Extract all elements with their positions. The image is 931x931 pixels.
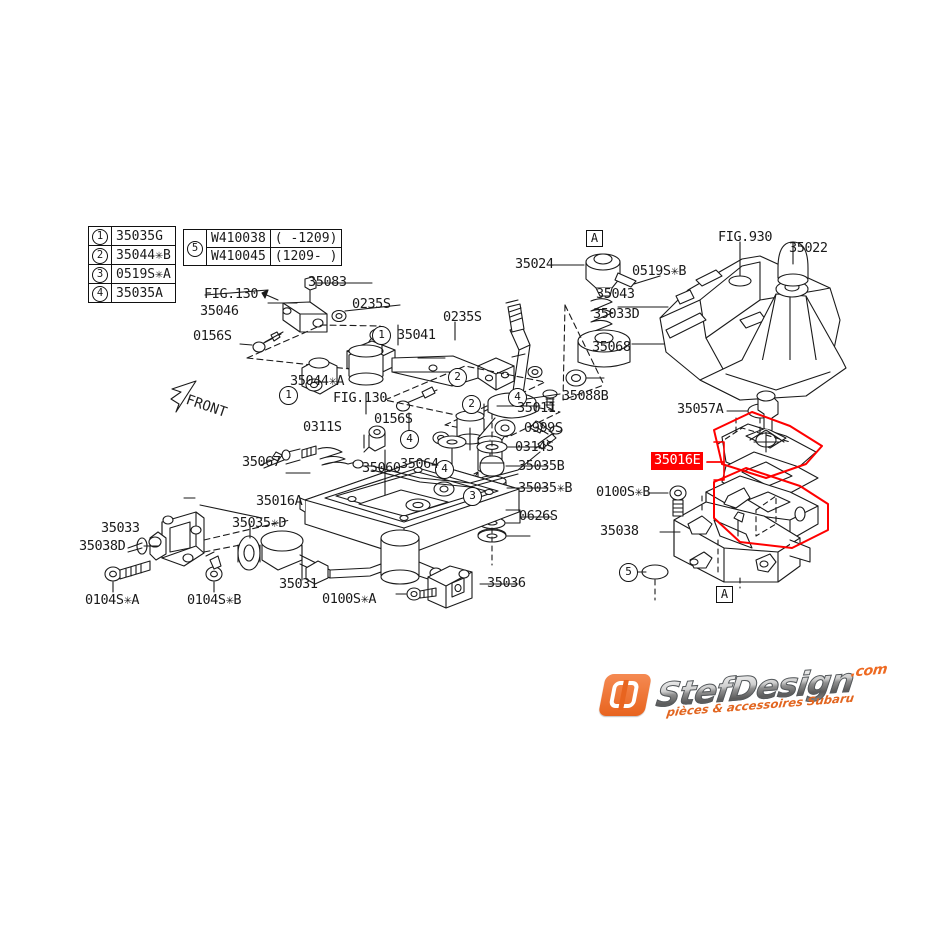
circled-ref-1a: 1 [372,326,391,345]
callout-0235s-a[interactable]: 0235S [352,296,391,312]
legend-index: 5 [183,229,207,266]
circled-number: 2 [92,248,108,264]
callout-0104sa[interactable]: 0104S✳A [85,592,140,608]
callout-0156s-a[interactable]: 0156S [193,328,232,344]
callout-35057a[interactable]: 35057A [677,401,724,417]
callout-35043[interactable]: 35043 [596,286,635,302]
legend-part-number[interactable]: 35044✳B [111,245,176,265]
legend-index: 4 [88,283,112,303]
cable-35060 [260,425,563,488]
callout-35044a[interactable]: 35044✳A [290,373,345,389]
callout-0314s[interactable]: 0314S [515,439,554,455]
circled-ref-2b: 2 [462,395,481,414]
callout-0311s[interactable]: 0311S [303,419,342,435]
callout-35033[interactable]: 35033 [101,520,140,536]
watermark-stefdesign: StefDesign .com pièces & accessoires Sub… [596,660,889,726]
circled-ref-5: 5 [619,563,638,582]
callout-0100sa[interactable]: 0100S✳A [322,591,377,607]
circled-number: 5 [187,240,203,257]
watermark-tld: .com [849,661,889,681]
callout-35031[interactable]: 35031 [279,576,318,592]
console-fig930 [659,241,847,401]
callout-35035d[interactable]: 35035✳D [232,515,287,531]
callout-fig130-a[interactable]: FIG.130 [204,286,259,302]
spring-35043 [590,298,613,333]
circled-ref-4a: 4 [508,388,527,407]
section-mark-a-top: A [586,230,603,247]
callout-35083[interactable]: 35083 [308,274,347,290]
callout-0999s[interactable]: 0999S [524,420,563,436]
legend-index: 3 [88,264,112,284]
circled-number: 4 [92,286,108,302]
grommet-35064 [437,435,467,449]
callout-35064[interactable]: 35064 [400,456,439,472]
callout-35016a[interactable]: 35016A [256,493,303,509]
callout-0104sb[interactable]: 0104S✳B [187,592,242,608]
callout-35068[interactable]: 35068 [592,339,631,355]
circled-number: 3 [92,267,108,283]
callout-35067[interactable]: 35067 [242,454,281,470]
callout-fig930[interactable]: FIG.930 [718,229,773,245]
callout-0626s[interactable]: 0626S [519,508,558,524]
legend-date-range: ( -1209) [269,229,343,248]
pivot-35024 [565,253,637,387]
highlighted-part-label[interactable]: 35016E [651,452,704,470]
bracket-35038 [673,493,811,589]
legend-part-number[interactable]: 35035A [111,283,176,303]
callout-35060[interactable]: 35060 [362,460,401,476]
circled-number: 1 [92,229,108,245]
legend-part-number[interactable]: W410045 [206,247,271,266]
legend-index: 2 [88,245,112,265]
legend-date-range: (1209- ) [269,247,343,266]
callout-35046[interactable]: 35046 [200,303,239,319]
callout-35022[interactable]: 35022 [789,240,828,256]
legend-part-number[interactable]: 0519S✳A [111,264,176,284]
section-mark-a-bottom: A [716,586,733,603]
watermark-logo-badge [597,674,653,716]
callout-0235s-b[interactable]: 0235S [443,309,482,325]
circled-ref-1b: 1 [279,386,298,405]
front-arrow-icon [170,380,197,413]
callout-0519sb[interactable]: 0519S✳B [632,263,687,279]
shift-bracket-35046 [252,276,347,353]
bushing-35044a [348,344,384,386]
legend-index: 1 [88,226,112,246]
legend-part-number[interactable]: W410038 [206,229,271,248]
callout-0100sb[interactable]: 0100S✳B [596,484,651,500]
bracket-35033 [104,511,291,582]
callout-35036[interactable]: 35036 [487,575,526,591]
bolt-0100sb [669,485,687,517]
callout-35088b[interactable]: 35088B [562,388,609,404]
bolt-35088b [542,389,558,411]
circled-ref-2a: 2 [448,368,467,387]
circled-ref-4b: 4 [435,460,454,479]
callout-35035xb[interactable]: 35035✳B [518,480,573,496]
callout-fig130-b[interactable]: FIG.130 [333,390,388,406]
callout-0156s-b[interactable]: 0156S [374,411,413,427]
housing-35016a [299,459,520,557]
callout-35024[interactable]: 35024 [515,256,554,272]
circled-ref-3: 3 [463,487,482,506]
callout-35011[interactable]: 35011 [517,400,556,416]
legend-part-number[interactable]: 35035G [111,226,176,246]
legend-row: W410045(1209- ) [184,247,343,266]
circled-ref-4c: 4 [400,430,419,449]
callout-35038d[interactable]: 35038D [79,538,126,554]
callout-35035b[interactable]: 35035B [518,458,565,474]
callout-35033d[interactable]: 35033D [593,306,640,322]
callout-35038[interactable]: 35038 [600,523,639,539]
callout-35041[interactable]: 35041 [397,327,436,343]
